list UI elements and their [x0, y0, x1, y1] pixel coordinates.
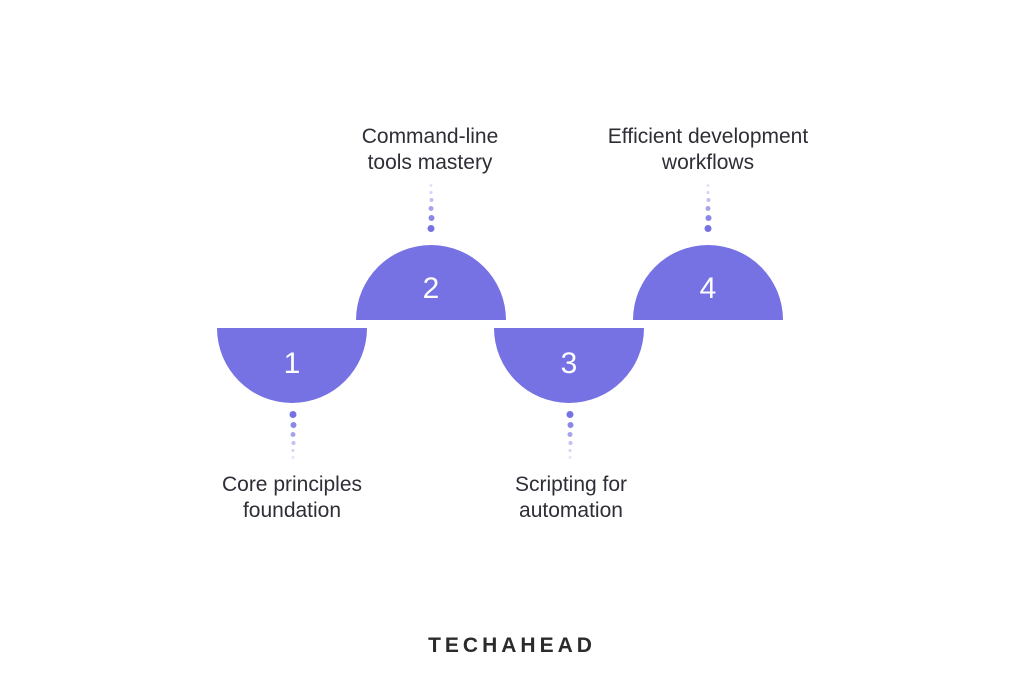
dot — [289, 411, 297, 418]
dot — [568, 449, 572, 452]
dot — [291, 456, 295, 459]
dot — [428, 205, 434, 211]
dot — [566, 411, 574, 418]
step-number-3: 3 — [560, 347, 578, 380]
dot — [705, 205, 711, 211]
dot — [706, 184, 710, 187]
dot — [428, 214, 434, 221]
dot-trail-4 — [704, 184, 712, 232]
step-label-2: Command-line tools mastery — [362, 124, 499, 176]
step-semicircle-2: 2 — [356, 245, 506, 320]
dot — [568, 456, 572, 459]
dot — [706, 190, 710, 194]
dot — [290, 422, 296, 428]
dot-trail-1 — [289, 411, 297, 459]
step-number-4: 4 — [699, 272, 717, 305]
step-label-4-line2: workflows — [661, 151, 755, 174]
step-label-1-line2: foundation — [242, 499, 342, 522]
dot — [429, 190, 433, 194]
step-label-2-line1: Command-line — [361, 125, 499, 148]
dot — [567, 422, 573, 428]
dot — [704, 224, 712, 232]
dot-trail-3 — [566, 411, 574, 459]
step-number-1: 1 — [283, 347, 301, 380]
dot-trail-2 — [427, 184, 435, 232]
step-number-2: 2 — [422, 272, 440, 305]
step-label-1-line1: Core principles — [221, 473, 363, 496]
dot — [706, 197, 710, 202]
step-label-3-line1: Scripting for — [514, 473, 628, 496]
step-label-4: Efficient development workflows — [608, 124, 808, 176]
dot — [291, 449, 295, 452]
step-label-1: Core principles foundation — [222, 472, 362, 524]
step-label-3-line2: automation — [519, 499, 623, 522]
step-semicircle-3: 3 — [494, 328, 644, 403]
step-semicircle-1: 1 — [217, 328, 367, 403]
dot — [705, 214, 711, 221]
step-label-2-line2: tools mastery — [367, 151, 493, 174]
dot — [290, 432, 296, 437]
dot — [567, 432, 573, 437]
techahead-logo: TECHAHEAD — [428, 634, 596, 657]
step-semicircle-4: 4 — [633, 245, 783, 320]
dot — [291, 441, 295, 445]
dot — [568, 441, 572, 445]
step-label-4-line1: Efficient development — [607, 125, 809, 148]
dot — [429, 197, 433, 202]
dot — [427, 224, 435, 232]
dot — [429, 184, 433, 187]
step-label-3: Scripting for automation — [515, 472, 627, 524]
